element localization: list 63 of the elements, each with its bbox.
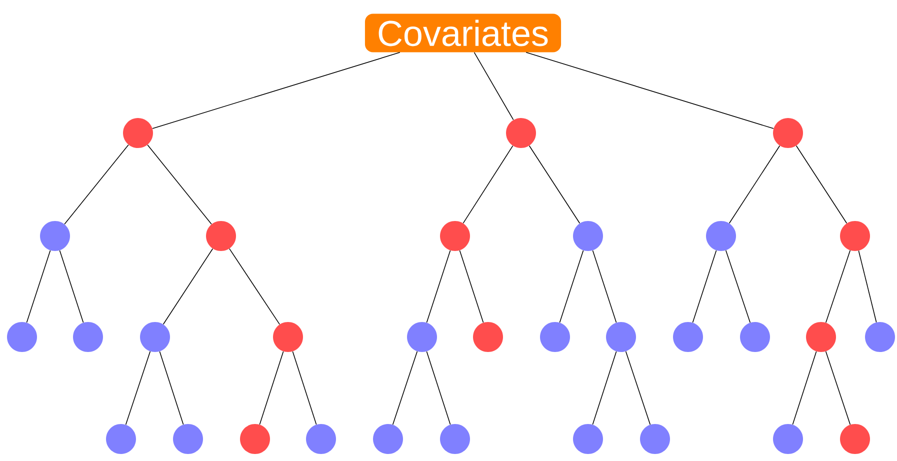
tree-edge	[625, 351, 651, 425]
tree-node-circle	[273, 322, 303, 352]
tree-edge	[152, 52, 400, 129]
tree-node-circle	[473, 322, 503, 352]
tree-edge	[392, 351, 418, 425]
tree-edge	[474, 52, 514, 120]
tree-edge	[459, 250, 484, 323]
tree-edge	[796, 145, 848, 224]
tree-node-circle	[806, 322, 836, 352]
tree-edge	[259, 351, 284, 425]
tree-node-circle	[506, 118, 536, 148]
tree-edge	[426, 351, 451, 425]
tree-node-circle	[773, 118, 803, 148]
tree-edge	[592, 351, 617, 425]
tree-edge	[728, 145, 780, 224]
tree-edge	[692, 250, 717, 323]
tree-node-circle	[140, 322, 170, 352]
root-box: Covariates	[364, 14, 562, 52]
tree-edge	[462, 145, 514, 224]
tree-node-circle	[123, 118, 153, 148]
tree-node-circle	[706, 221, 736, 251]
tree-node-circle	[206, 221, 236, 251]
tree-edge	[125, 351, 151, 425]
tree-node-circle	[840, 424, 870, 454]
tree-node-circle	[240, 424, 270, 454]
tree-node-circle	[773, 424, 803, 454]
tree-edge	[147, 144, 212, 225]
tree-edge	[59, 250, 84, 323]
tree-edge	[592, 250, 617, 323]
tree-edge	[825, 250, 851, 323]
tree-edge	[162, 248, 214, 325]
tree-edge	[229, 248, 280, 325]
tree-edge	[792, 351, 817, 425]
tree-node-circle	[306, 424, 336, 454]
tree-node-circle	[865, 322, 895, 352]
tree-node-circle	[573, 424, 603, 454]
tree-node-circle	[73, 322, 103, 352]
tree-node-circle	[840, 221, 870, 251]
tree-edge	[825, 351, 851, 425]
tree-edge	[159, 351, 184, 425]
tree-edge	[64, 144, 129, 225]
tree-node-circle	[606, 322, 636, 352]
tree-node-circle	[440, 424, 470, 454]
tree-node-circle	[440, 221, 470, 251]
tree-edge	[526, 52, 774, 129]
tree-node-circle	[673, 322, 703, 352]
tree-edge	[858, 250, 877, 323]
tree-node-circle	[373, 424, 403, 454]
tree-node-circle	[407, 322, 437, 352]
tree-node-circle	[7, 322, 37, 352]
tree-node-circle	[540, 322, 570, 352]
tree-edge	[426, 250, 451, 323]
tree-node-circle	[640, 424, 670, 454]
tree-node-circle	[40, 221, 70, 251]
tree-node-circle	[106, 424, 136, 454]
tree-edge	[725, 250, 751, 323]
tree-edge	[559, 250, 584, 323]
tree-node-circle	[740, 322, 770, 352]
tree-edge	[292, 351, 317, 425]
tree-edge	[528, 145, 580, 224]
tree-edge	[26, 250, 51, 323]
tree-node-circle	[173, 424, 203, 454]
tree-node-circle	[573, 221, 603, 251]
